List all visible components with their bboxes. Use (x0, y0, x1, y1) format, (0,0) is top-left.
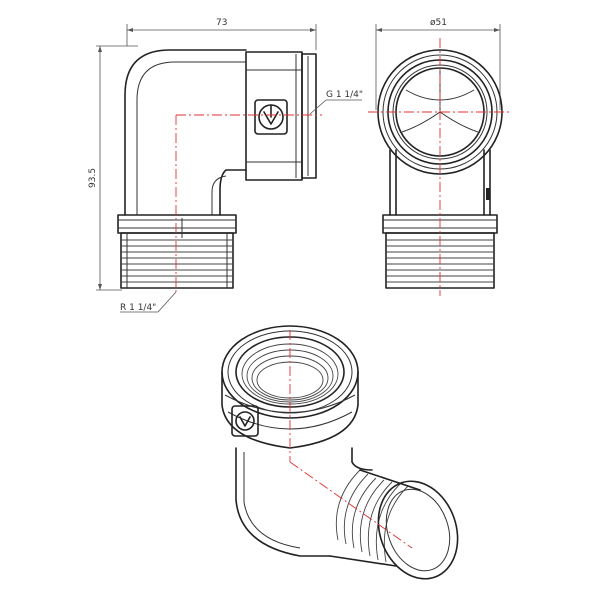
elbow-body-outline (124, 49, 247, 216)
male-thread-label: R 1 1/4" (120, 303, 156, 313)
front-male-thread (385, 232, 495, 289)
width-dimension-label: 73 (216, 18, 227, 28)
height-dimension: 93.5 (88, 45, 138, 291)
isometric-view (221, 325, 459, 580)
iso-valve-marking-icon (231, 405, 259, 437)
height-dimension-label: 93.5 (88, 168, 98, 188)
male-thread (120, 232, 234, 289)
female-thread-callout: G 1 1/4" (309, 90, 363, 115)
iso-thread-end (377, 480, 459, 580)
female-thread-label: G 1 1/4" (326, 90, 363, 100)
male-thread-callout: R 1 1/4" (120, 291, 177, 313)
valve-marking-icon (254, 99, 288, 135)
hex-flange (117, 214, 237, 234)
iso-elbow-body (235, 447, 373, 557)
front-view: ø51 (368, 18, 512, 296)
diameter-dimension-label: ø51 (430, 18, 447, 28)
iso-horizontal-axis (289, 461, 413, 549)
width-dimension: 73 (126, 18, 317, 50)
iso-male-thread (329, 469, 421, 567)
side-view: 73 93.5 (88, 18, 363, 313)
female-socket (245, 51, 317, 181)
